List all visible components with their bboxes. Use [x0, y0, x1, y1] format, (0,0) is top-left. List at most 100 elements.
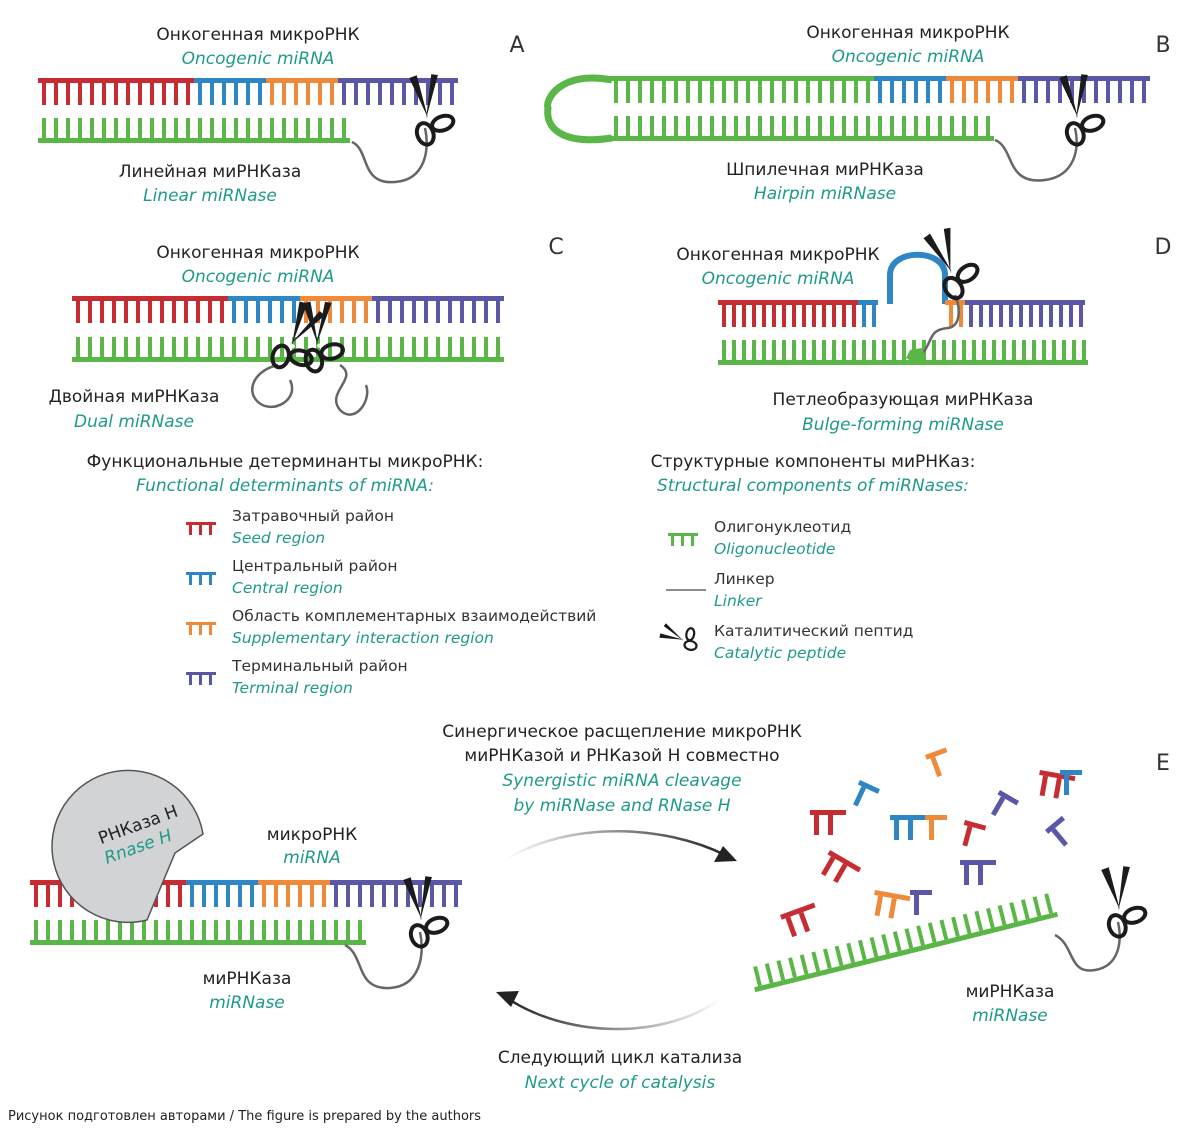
- mirna-base: [862, 305, 866, 327]
- mirna-base: [450, 83, 454, 105]
- mirna-fragment: [925, 815, 947, 840]
- mirna-base: [792, 305, 796, 327]
- fragment-base: [820, 856, 836, 877]
- fragment-base: [874, 895, 883, 917]
- mirna-base: [986, 81, 990, 103]
- legend-color-base: [189, 625, 192, 635]
- oligo-base: [46, 920, 50, 940]
- mirna-base: [999, 305, 1003, 327]
- oligo-base: [686, 116, 690, 136]
- oligo-base: [330, 118, 334, 138]
- mirna-base: [1009, 305, 1013, 327]
- oligo-base: [916, 925, 925, 946]
- mirna-backbone-segment: [266, 78, 338, 83]
- mirna-base: [364, 301, 368, 323]
- fragment-base: [1064, 775, 1069, 795]
- fragment-backbone: [997, 790, 1020, 806]
- legend-color-base: [209, 525, 212, 535]
- legend-central-en: Central region: [232, 579, 343, 597]
- c-top-ru: Онкогенная микроРНК: [156, 243, 359, 263]
- legend-color-base: [189, 575, 192, 585]
- oligo-base: [126, 118, 130, 138]
- mirna-base: [938, 81, 942, 103]
- legend-oligo-en: Oligonucleotide: [714, 540, 835, 558]
- oligo-base: [294, 118, 298, 138]
- mirna-base: [370, 885, 374, 907]
- mirna-backbone-segment: [945, 300, 965, 305]
- mirna-base: [722, 305, 726, 327]
- mirna-base: [178, 885, 182, 907]
- mirna-backbone-segment: [186, 880, 258, 885]
- oligo-base: [846, 942, 856, 964]
- oligo-base: [927, 922, 937, 943]
- oligo-base: [258, 118, 262, 138]
- oligo-base: [1022, 340, 1026, 360]
- mirna-base: [46, 885, 50, 907]
- fragment-base: [785, 916, 798, 938]
- b-bottom-ru: Шпилечная миРНКаза: [726, 160, 924, 180]
- mirna-fragment: [925, 747, 948, 778]
- mirna-base: [742, 305, 746, 327]
- oligo-base: [823, 948, 832, 969]
- mirna-base: [460, 301, 464, 323]
- oligo-base: [972, 340, 976, 360]
- c-bottom-en: Dual miRNase: [74, 412, 194, 432]
- c-bottom-ru: Двойная миРНКаза: [49, 387, 220, 407]
- e-mirnase-left-en: miRNase: [209, 993, 285, 1013]
- mirna-base: [762, 305, 766, 327]
- mirna-base: [186, 83, 190, 105]
- oligo-base: [90, 118, 94, 138]
- mirna-base: [388, 301, 392, 323]
- e-next-en: Next cycle of catalysis: [525, 1073, 716, 1093]
- mirna-backbone-segment: [38, 78, 194, 83]
- mirna-base: [614, 81, 618, 103]
- oligo-base: [772, 340, 776, 360]
- oligo-base: [776, 960, 786, 981]
- oligo-base: [1012, 340, 1016, 360]
- oligo-base: [322, 920, 326, 940]
- d-bulge-loop: [887, 251, 948, 304]
- mirna-base: [270, 83, 274, 105]
- fragment-base: [930, 756, 943, 778]
- mirna-base: [1069, 305, 1073, 327]
- oligo-base: [202, 920, 206, 940]
- e-mirnase-right-ru: миРНКаза: [966, 982, 1055, 1002]
- oligo-base: [250, 920, 254, 940]
- oligo-backbone: [718, 360, 1088, 365]
- oligo-base: [208, 337, 212, 357]
- mirna-base: [734, 81, 738, 103]
- mirna-base: [674, 81, 678, 103]
- oligo-base: [214, 920, 218, 940]
- oligo-base: [1052, 340, 1056, 360]
- fragment-base: [929, 820, 934, 840]
- oligo-base: [732, 340, 736, 360]
- e-synergy-ru-1: Синергическое расщепление микроРНК: [442, 722, 802, 742]
- oligo-base: [304, 337, 308, 357]
- fragment-base: [1053, 778, 1062, 799]
- oligo-base: [1032, 340, 1036, 360]
- mirna-base: [406, 885, 410, 907]
- oligo-base: [962, 913, 972, 935]
- oligo-icon: [668, 533, 698, 546]
- mirna-base: [150, 83, 154, 105]
- mirna-base: [1079, 305, 1083, 327]
- mirna-base: [1029, 305, 1033, 327]
- mirna-base: [238, 885, 242, 907]
- mirna-base: [222, 83, 226, 105]
- legend-color-base: [209, 625, 212, 635]
- mirna-base: [998, 81, 1002, 103]
- mirna-base: [950, 81, 954, 103]
- mirna-base: [1094, 81, 1098, 103]
- mirna-base: [1046, 81, 1050, 103]
- mirna-base: [722, 81, 726, 103]
- oligo-base: [872, 340, 876, 360]
- oligo-base: [1032, 896, 1042, 917]
- mirna-backbone-segment: [330, 880, 462, 885]
- oligo-base: [190, 920, 194, 940]
- a-top-en: Oncogenic miRNA: [182, 49, 335, 69]
- fragment-base: [853, 786, 867, 807]
- mirna-base: [752, 305, 756, 327]
- mirna-base: [1059, 305, 1063, 327]
- legend-color-backbone: [186, 622, 216, 625]
- fragment-base: [798, 911, 811, 933]
